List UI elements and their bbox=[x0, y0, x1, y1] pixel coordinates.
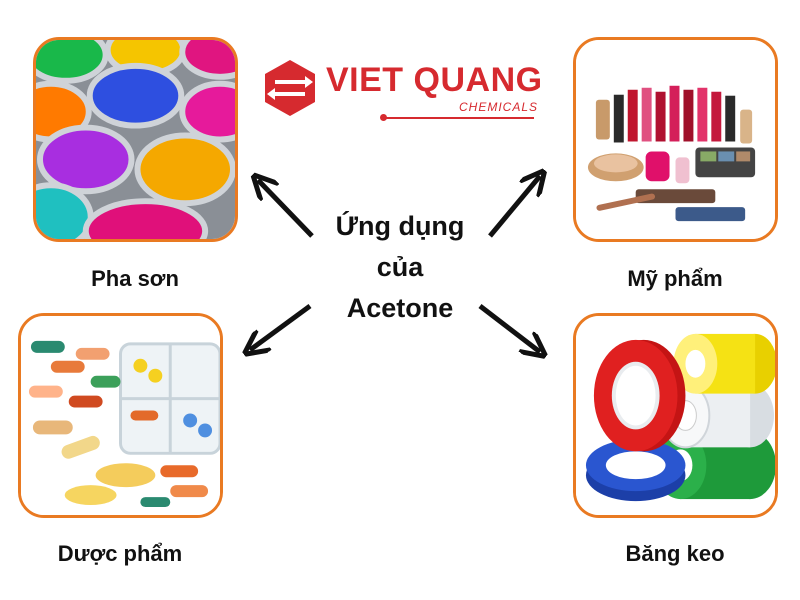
hexagon-arrows-icon bbox=[265, 60, 315, 116]
center-title: Ứng dụng của Acetone bbox=[300, 206, 500, 329]
center-title-line1: Ứng dụng bbox=[335, 211, 465, 241]
brand-subtitle: CHEMICALS bbox=[458, 100, 538, 114]
tape-rolls-image bbox=[573, 313, 778, 518]
brand-underline bbox=[384, 117, 534, 119]
brand-underline-dot bbox=[380, 114, 387, 121]
brand-name: VIET QUANG bbox=[326, 61, 543, 99]
caption-cosmetics: Mỹ phẩm bbox=[627, 266, 723, 291]
caption-tape: Băng keo bbox=[625, 541, 725, 566]
paint-cans-image bbox=[33, 37, 238, 242]
brand-logo: VIET QUANG CHEMICALS bbox=[262, 55, 542, 125]
center-title-line2: của bbox=[376, 252, 424, 282]
caption-pills: Dược phẩm bbox=[57, 541, 183, 566]
caption-paint: Pha sơn bbox=[91, 266, 179, 291]
center-title-line3: Acetone bbox=[346, 293, 454, 323]
pills-image bbox=[18, 313, 223, 518]
cosmetics-image bbox=[573, 37, 778, 242]
